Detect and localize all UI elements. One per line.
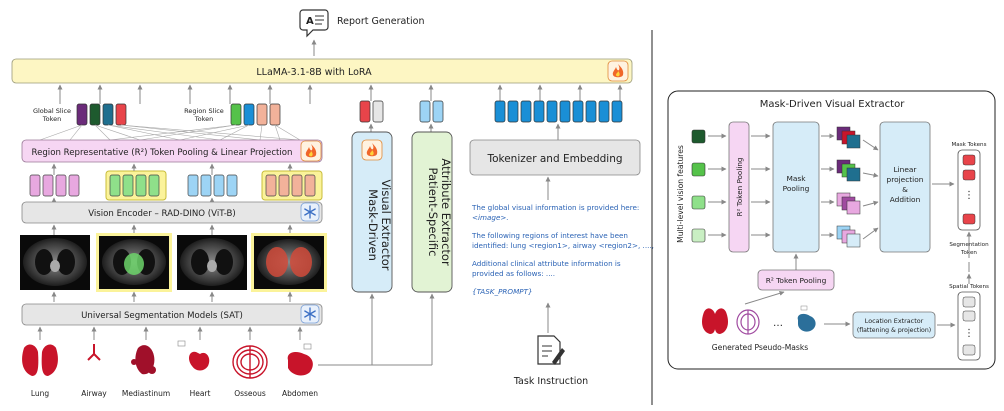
location-extractor-label-1: Location Extractor	[865, 317, 924, 325]
task-instruction-label: Task Instruction	[513, 376, 588, 387]
ct-image-heart	[177, 235, 247, 290]
prompt-line-3: The following regions of interest have b…	[471, 231, 628, 240]
svg-text:…: …	[773, 318, 783, 329]
svg-text:A: A	[306, 16, 314, 27]
patient-extractor-tokens	[419, 100, 444, 123]
sat-box: Universal Segmentation Models (SAT)	[21, 303, 323, 326]
generated-masks-label: Generated Pseudo-Masks	[712, 343, 808, 352]
linear-label-2: projection	[887, 175, 924, 184]
region-slice-token-label-1: Region Slice	[184, 107, 224, 115]
global-slice-token-label-2: Token	[42, 115, 62, 123]
masked-feature-stacks	[836, 126, 861, 248]
r2-horizontal-label: R² Token Pooling	[766, 276, 827, 285]
fire-icon	[607, 60, 629, 82]
mask-tokens-ellipsis: ⋮	[964, 190, 974, 201]
fire-icon	[361, 139, 383, 161]
ct-image-airway-highlighted	[96, 233, 172, 292]
linear-label-1: Linear	[894, 165, 918, 174]
ct-image-abdomen-highlighted	[251, 233, 327, 292]
patient-extractor-label-1: Patient-Specific	[426, 168, 440, 257]
organ-lung-shape	[22, 344, 58, 376]
mask-tokens-label: Mask Tokens	[951, 142, 986, 148]
mask-pooling-label-2: Pooling	[783, 184, 810, 193]
region-slice-token-label-2: Token	[194, 115, 214, 123]
llama-label: LLaMA-3.1-8B with LoRA	[256, 67, 372, 78]
fire-icon	[300, 140, 322, 162]
organ-labels: Lung Airway Mediastinum Heart Osseous Ab…	[31, 389, 318, 398]
organ-label-osseous: Osseous	[234, 389, 266, 398]
spatial-tokens-ellipsis: ⋮	[964, 328, 974, 339]
global-slice-token-label-1: Global Slice	[33, 107, 71, 115]
prompt-line-6: provided as follows: ....	[472, 269, 555, 278]
vision-encoder-label: Vision Encoder – RAD-DINO (ViT-B)	[88, 209, 236, 219]
mask-pooling-label-1: Mask	[786, 174, 806, 183]
llama-box: LLaMA-3.1-8B with LoRA	[11, 58, 633, 84]
r2-vertical-label: R² Token Pooling	[735, 158, 744, 217]
snowflake-icon	[300, 202, 320, 222]
right-panel-title: Mask-Driven Visual Extractor	[760, 99, 906, 110]
organ-airway-shape	[87, 344, 101, 361]
organ-label-airway: Airway	[81, 389, 107, 398]
organ-osseous-shape	[232, 345, 268, 379]
right-panel: Mask-Driven Visual Extractor Multi-level…	[667, 90, 996, 370]
r2-pooling-label: Region Representative (R²) Token Pooling…	[31, 148, 292, 158]
organ-label-mediastinum: Mediastinum	[122, 389, 170, 398]
snowflake-icon	[300, 304, 320, 324]
linear-label-4: Addition	[890, 195, 921, 204]
ct-image-lung	[20, 235, 90, 290]
patient-extractor-label-2: Attribute Extractor	[439, 158, 453, 266]
report-generation-label: Report Generation	[337, 16, 425, 27]
mask-extractor-tokens	[359, 100, 384, 123]
tokenizer-tokens	[494, 100, 623, 123]
tokenizer-label: Tokenizer and Embedding	[486, 153, 622, 165]
global-slice-tokens	[76, 103, 127, 126]
spatial-tokens-label: Spatial Tokens	[949, 284, 989, 290]
patient-extractor-box: Patient-Specific Attribute Extractor	[411, 131, 453, 293]
region-slice-tokens	[230, 103, 281, 126]
mask-extractor-label-1: Mask-Driven	[366, 189, 380, 261]
organ-abdomen-shape	[287, 352, 313, 376]
linear-label-3: &	[902, 185, 908, 194]
mask-extractor-label-2: Visual Extractor	[379, 180, 393, 271]
organ-heart-shape	[189, 351, 210, 371]
vision-token-groups	[29, 170, 323, 201]
prompt-line-2: <image>.	[472, 213, 509, 222]
prompt-line-4: identified: lung <region1>, airway <regi…	[472, 241, 654, 250]
sat-label: Universal Segmentation Models (SAT)	[81, 311, 243, 321]
organ-label-lung: Lung	[31, 389, 50, 398]
location-extractor-label-2: (flattening & projection)	[857, 327, 931, 334]
tokenizer-box: Tokenizer and Embedding	[469, 139, 641, 176]
chat-document-icon: A	[299, 9, 329, 38]
organ-label-abdomen: Abdomen	[282, 389, 318, 398]
prompt-line-5: Additional clinical attribute informatio…	[472, 259, 621, 268]
document-pen-icon	[537, 335, 565, 365]
vision-encoder-box: Vision Encoder – RAD-DINO (ViT-B)	[21, 201, 323, 224]
mask-extractor-box: Mask-Driven Visual Extractor	[351, 131, 393, 293]
organ-label-heart: Heart	[190, 389, 211, 398]
pseudo-mask-shapes: …	[702, 305, 816, 335]
prompt-line-7: {TASK_PROMPT}	[472, 287, 533, 296]
prompt-text: The global visual information is provide…	[471, 203, 654, 296]
multi-level-label: Multi-level vision features	[676, 145, 685, 243]
r2-pooling-box: Region Representative (R²) Token Pooling…	[21, 139, 323, 163]
organ-mediastinum-shape	[131, 345, 156, 375]
prompt-line-1: The global visual information is provide…	[471, 203, 639, 212]
